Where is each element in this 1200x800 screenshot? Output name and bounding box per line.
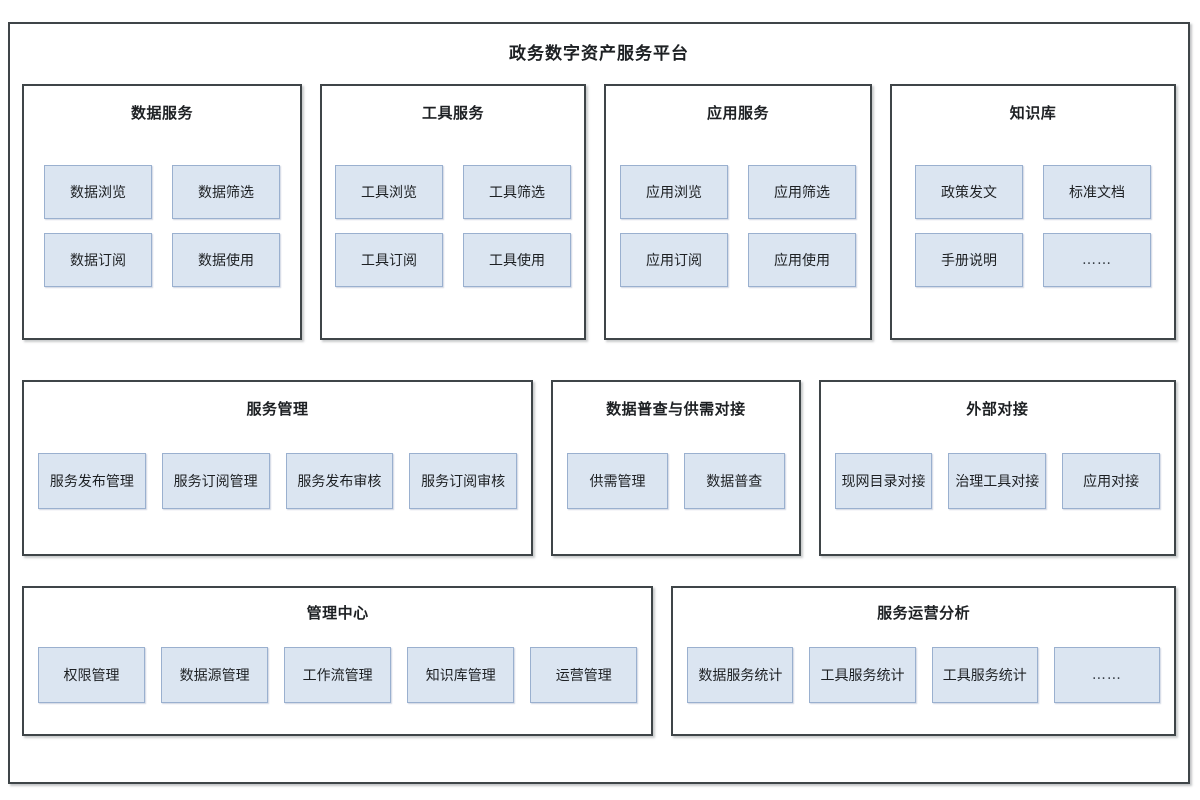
tile-tool-subscribe[interactable]: 工具订阅 — [335, 232, 444, 287]
group-title-service-analysis: 服务运营分析 — [877, 604, 971, 622]
tile-tool-service-statistics[interactable]: 工具服务统计 — [809, 646, 916, 703]
tile-supply-demand-management[interactable]: 供需管理 — [567, 452, 668, 509]
tile-data-census[interactable]: 数据普查 — [683, 452, 785, 509]
tile-app-usage[interactable]: 应用使用 — [748, 232, 857, 287]
group-title-service-management: 服务管理 — [246, 400, 309, 418]
group-service-management[interactable]: 服务管理 服务发布管理 服务订阅管理 服务发布审核 服务订阅审核 — [22, 380, 534, 556]
tile-permission-management[interactable]: 权限管理 — [38, 646, 146, 703]
tile-grid-knowledge-base: 政策发文 标准文档 手册说明 …… — [906, 131, 1160, 338]
platform-frame: 政务数字资产服务平台 数据服务 数据浏览 数据筛选 数据订阅 数据使用 工具服务… — [8, 22, 1190, 784]
tile-app-browse[interactable]: 应用浏览 — [620, 164, 729, 219]
tile-policy-document[interactable]: 政策发文 — [915, 164, 1024, 219]
group-title-data-census: 数据普查与供需对接 — [606, 400, 746, 418]
tile-manual-description[interactable]: 手册说明 — [915, 232, 1024, 287]
tile-knowledge-base-management[interactable]: 知识库管理 — [407, 646, 515, 703]
group-external-docking[interactable]: 外部对接 现网目录对接 治理工具对接 应用对接 — [818, 380, 1176, 556]
tile-service-subscription-management[interactable]: 服务订阅管理 — [161, 452, 270, 509]
tile-more-ellipsis[interactable]: …… — [1043, 232, 1152, 287]
group-title-tool-service: 工具服务 — [422, 104, 485, 122]
group-title-external-docking: 外部对接 — [966, 400, 1029, 418]
layer-operations: 管理中心 权限管理 数据源管理 工作流管理 知识库管理 运营管理 服务运营分析 … — [22, 586, 1176, 736]
tile-service-subscription-review[interactable]: 服务订阅审核 — [409, 452, 518, 509]
tile-grid-tool-service: 工具浏览 工具筛选 工具订阅 工具使用 — [335, 131, 572, 338]
tile-network-catalog-docking[interactable]: 现网目录对接 — [834, 452, 933, 509]
layer-service: 数据服务 数据浏览 数据筛选 数据订阅 数据使用 工具服务 工具浏览 工具筛选 … — [22, 84, 1176, 340]
group-title-knowledge-base: 知识库 — [1009, 104, 1057, 122]
tile-strip-admin-center: 权限管理 数据源管理 工作流管理 知识库管理 运营管理 — [38, 633, 638, 734]
group-service-analysis[interactable]: 服务运营分析 数据服务统计 工具服务统计 工具服务统计 …… — [671, 586, 1176, 736]
tile-workflow-management[interactable]: 工作流管理 — [284, 646, 392, 703]
tile-datasource-management[interactable]: 数据源管理 — [161, 646, 269, 703]
tile-strip-service-management: 服务发布管理 服务订阅管理 服务发布审核 服务订阅审核 — [38, 429, 518, 554]
tile-tool-browse[interactable]: 工具浏览 — [335, 164, 444, 219]
group-data-census[interactable]: 数据普查与供需对接 供需管理 数据普查 — [551, 380, 801, 556]
tile-governance-tool-docking[interactable]: 治理工具对接 — [948, 452, 1047, 509]
platform-title: 政务数字资产服务平台 — [509, 44, 689, 64]
tile-data-service-statistics[interactable]: 数据服务统计 — [687, 646, 794, 703]
tile-data-browse[interactable]: 数据浏览 — [44, 164, 153, 219]
tile-service-publish-management[interactable]: 服务发布管理 — [38, 452, 146, 509]
tile-grid-data-service: 数据浏览 数据筛选 数据订阅 数据使用 — [38, 131, 286, 338]
group-app-service[interactable]: 应用服务 应用浏览 应用筛选 应用订阅 应用使用 — [604, 84, 873, 340]
group-title-admin-center: 管理中心 — [306, 604, 369, 622]
tile-grid-app-service: 应用浏览 应用筛选 应用订阅 应用使用 — [620, 131, 857, 338]
tile-app-filter[interactable]: 应用筛选 — [748, 164, 857, 219]
tile-analysis-more-ellipsis[interactable]: …… — [1053, 646, 1160, 703]
tile-tool-filter[interactable]: 工具筛选 — [463, 164, 572, 219]
layer-stack: 数据服务 数据浏览 数据筛选 数据订阅 数据使用 工具服务 工具浏览 工具筛选 … — [10, 84, 1188, 782]
tile-application-docking[interactable]: 应用对接 — [1062, 452, 1160, 509]
tile-service-publish-review[interactable]: 服务发布审核 — [285, 452, 394, 509]
tile-operation-management[interactable]: 运营管理 — [530, 646, 638, 703]
group-title-app-service: 应用服务 — [707, 104, 770, 122]
tile-strip-data-census: 供需管理 数据普查 — [567, 429, 785, 554]
tile-standard-document[interactable]: 标准文档 — [1043, 164, 1152, 219]
group-admin-center[interactable]: 管理中心 权限管理 数据源管理 工作流管理 知识库管理 运营管理 — [22, 586, 654, 736]
tile-data-filter[interactable]: 数据筛选 — [172, 164, 281, 219]
tile-strip-service-analysis: 数据服务统计 工具服务统计 工具服务统计 …… — [687, 633, 1160, 734]
tile-data-usage[interactable]: 数据使用 — [172, 232, 281, 287]
group-data-service[interactable]: 数据服务 数据浏览 数据筛选 数据订阅 数据使用 — [22, 84, 303, 340]
group-knowledge-base[interactable]: 知识库 政策发文 标准文档 手册说明 …… — [890, 84, 1176, 340]
group-tool-service[interactable]: 工具服务 工具浏览 工具筛选 工具订阅 工具使用 — [320, 84, 587, 340]
tile-data-subscribe[interactable]: 数据订阅 — [44, 232, 153, 287]
layer-management: 服务管理 服务发布管理 服务订阅管理 服务发布审核 服务订阅审核 数据普查与供需… — [22, 380, 1176, 556]
group-title-data-service: 数据服务 — [131, 104, 194, 122]
tile-tool-service-statistics-2[interactable]: 工具服务统计 — [931, 646, 1038, 703]
tile-tool-usage[interactable]: 工具使用 — [463, 232, 572, 287]
tile-strip-external-docking: 现网目录对接 治理工具对接 应用对接 — [834, 429, 1160, 554]
tile-app-subscribe[interactable]: 应用订阅 — [620, 232, 729, 287]
